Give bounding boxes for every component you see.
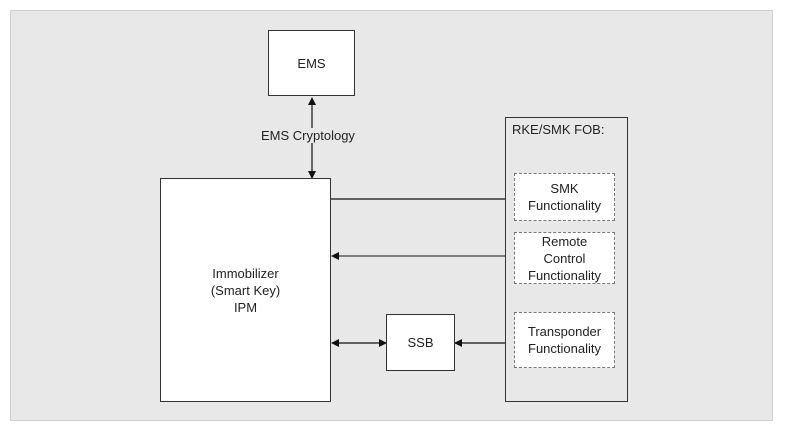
transponder-label: Transponder Functionality [527,324,602,356]
ems-label: EMS [297,55,326,71]
ems-cryptology-label: EMS Cryptology [259,128,357,143]
immobilizer-box: Immobilizer (Smart Key) IPM [160,178,331,402]
fob-title: RKE/SMK FOB: [512,122,605,137]
ssb-box: SSB [386,314,455,371]
ems-box: EMS [268,30,355,96]
smk-functionality-box: SMK Functionality [514,173,615,221]
immobilizer-label: Immobilizer (Smart Key) IPM [210,265,281,315]
transponder-box: Transponder Functionality [514,312,615,368]
remote-control-box: Remote Control Functionality [514,232,615,284]
smk-functionality-label: SMK Functionality [528,181,601,213]
remote-control-label: Remote Control Functionality [528,233,601,283]
ssb-label: SSB [407,335,434,350]
